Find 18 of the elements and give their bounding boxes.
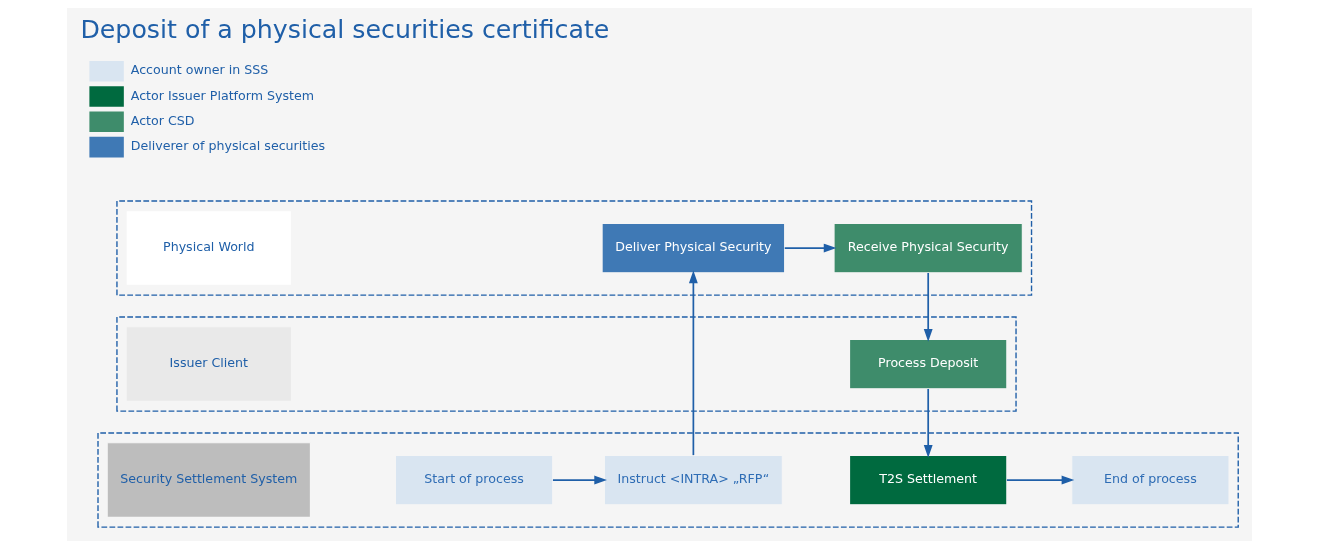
node-box: Receive Physical Security <box>832 222 1023 274</box>
node-box: Instruct <INTRA> „RFP“ <box>603 454 783 506</box>
legend-label: Actor CSD <box>130 113 195 128</box>
node-box: T2S Settlement <box>848 454 1007 506</box>
arrow <box>923 272 933 342</box>
arrow <box>551 475 607 485</box>
legend-label: Account owner in SSS <box>130 62 268 78</box>
arrow <box>1005 475 1074 485</box>
node-box: End of process <box>1070 454 1230 506</box>
arrow <box>923 388 933 458</box>
legend-label: Deliverer of physical securities <box>130 138 325 154</box>
arrow <box>783 243 836 253</box>
arrow <box>688 270 698 456</box>
node-box: Process Deposit <box>848 338 1007 390</box>
legend-label: Actor Issuer Platform System <box>130 87 314 103</box>
node-box: Start of process <box>394 454 553 506</box>
diagram-title: Deposit of a physical securities certificate <box>79 14 609 44</box>
node-box: Deliver Physical Security <box>601 222 785 274</box>
